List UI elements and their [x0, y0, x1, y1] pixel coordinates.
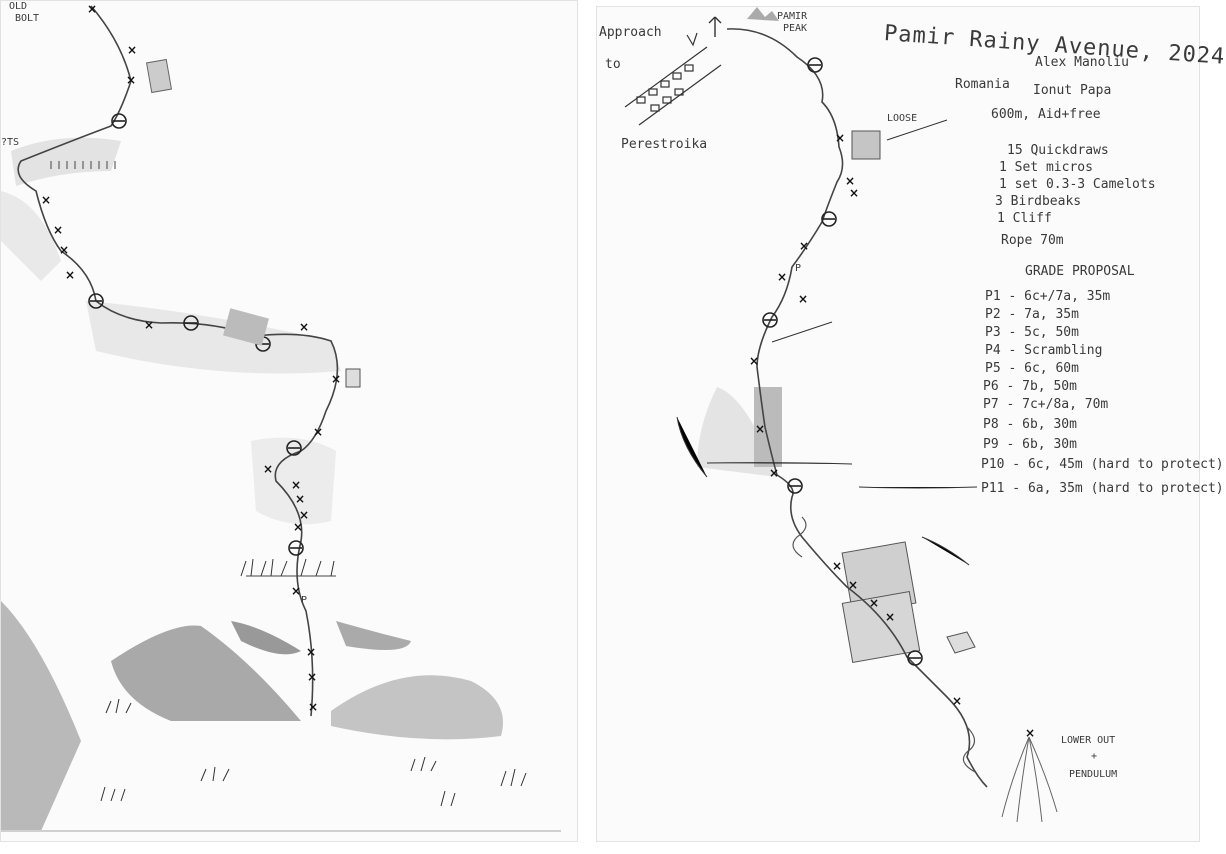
svg-text:×: × [777, 270, 787, 284]
svg-text:×: × [1025, 726, 1035, 740]
approach-label-line2: to [605, 57, 621, 72]
loose-label: LOOSE [887, 113, 918, 124]
left-route-drawing: ××× ××× ××× ××× ××× ××× ×× [1, 2, 561, 832]
piton-marker-left: P [301, 595, 308, 606]
grade-item: P9 - 6b, 30m [983, 437, 1077, 452]
grade-item: P5 - 6c, 60m [985, 361, 1079, 376]
svg-text:×: × [799, 239, 809, 253]
svg-text:×: × [845, 174, 855, 188]
svg-text:×: × [299, 320, 309, 334]
svg-text:×: × [832, 559, 842, 573]
gear-item: 3 Birdbeaks [995, 194, 1082, 209]
svg-text:×: × [313, 425, 323, 439]
climber-2: Ionut Papa [1033, 83, 1112, 98]
lower-out-label-line1: LOWER OUT [1061, 735, 1116, 746]
grade-item: P3 - 5c, 50m [985, 325, 1079, 340]
gear-item: 1 set 0.3-3 Camelots [999, 177, 1156, 192]
grade-item: P10 - 6c, 45m (hard to protect) [981, 457, 1224, 472]
svg-text:×: × [291, 478, 301, 492]
grade-item: P8 - 6b, 30m [983, 417, 1077, 432]
svg-text:×: × [798, 292, 808, 306]
grade-item: P2 - 7a, 35m [985, 307, 1079, 322]
gear-item: 15 Quickdraws [1007, 143, 1109, 158]
svg-text:×: × [299, 508, 309, 522]
svg-text:×: × [869, 596, 879, 610]
svg-text:×: × [291, 584, 301, 598]
climber-1: Alex Manoliu [1035, 55, 1129, 70]
svg-text:×: × [835, 131, 845, 145]
svg-text:×: × [41, 193, 51, 207]
svg-text:×: × [65, 268, 75, 282]
svg-text:×: × [127, 43, 137, 57]
svg-text:×: × [848, 578, 858, 592]
svg-text:×: × [308, 700, 318, 714]
svg-text:×: × [769, 466, 779, 480]
gear-item: 1 Cliff [997, 211, 1052, 226]
svg-text:×: × [53, 223, 63, 237]
svg-text:×: × [293, 520, 303, 534]
svg-text:×: × [952, 694, 962, 708]
grade-heading: GRADE PROPOSAL [1025, 264, 1135, 279]
svg-text:×: × [885, 610, 895, 624]
topo-sheet-left: ××× ××× ××× ××× ××× ××× ×× OLD BOLT ? [0, 0, 578, 842]
svg-text:×: × [849, 186, 859, 200]
route-length: 600m, Aid+free [991, 107, 1101, 122]
svg-text:×: × [263, 462, 273, 476]
svg-text:×: × [295, 492, 305, 506]
peak-label-line1: PAMIR [777, 11, 808, 22]
team-country: Romania [955, 77, 1010, 92]
svg-text:×: × [59, 243, 69, 257]
svg-text:×: × [87, 2, 97, 16]
svg-text:×: × [307, 670, 317, 684]
old-bolt-label-line2: BOLT [15, 13, 40, 24]
svg-text:×: × [331, 372, 341, 386]
svg-text:×: × [755, 422, 765, 436]
grade-item: P7 - 7c+/8a, 70m [983, 397, 1109, 412]
svg-text:×: × [306, 645, 316, 659]
side-label: ?TS [1, 137, 20, 148]
approach-label-line3: Perestroika [621, 137, 708, 152]
right-route-drawing: ××× ××× ××× ××× ××× [624, 7, 1058, 823]
topo-sheet-right: ××× ××× ××× ××× ××× Pamir Rainy Avenue, … [596, 6, 1226, 842]
approach-label-line1: Approach [599, 25, 662, 40]
gear-item: 1 Set micros [999, 160, 1093, 175]
grade-item: P11 - 6a, 35m (hard to protect) [981, 481, 1224, 496]
old-bolt-label-line1: OLD [9, 1, 28, 12]
grade-item: P6 - 7b, 50m [983, 379, 1077, 394]
peak-label-line2: PEAK [783, 23, 808, 34]
lower-out-label-line2: + [1091, 751, 1098, 762]
grade-item: P1 - 6c+/7a, 35m [985, 289, 1111, 304]
gear-item: Rope 70m [1001, 233, 1064, 248]
grade-item: P4 - Scrambling [985, 343, 1103, 358]
svg-text:×: × [144, 318, 154, 332]
piton-marker-right: P [795, 263, 802, 274]
svg-text:×: × [749, 354, 759, 368]
lower-out-label-line3: PENDULUM [1069, 769, 1118, 780]
svg-text:×: × [126, 73, 136, 87]
